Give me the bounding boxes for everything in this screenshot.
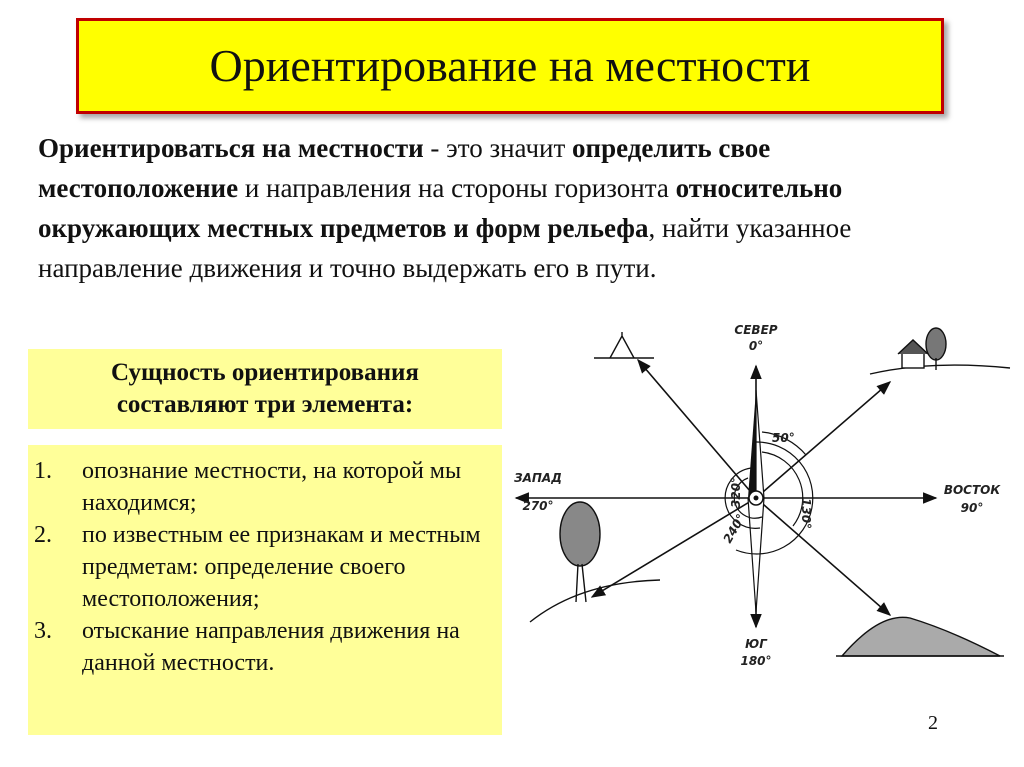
list-item-text: по известным ее признакам и местным пред… xyxy=(82,522,481,612)
landmark-tree xyxy=(529,501,661,623)
essence-line-1: Сущность ориентирования xyxy=(111,359,419,386)
landmark-house xyxy=(869,327,1011,375)
landmark-post xyxy=(594,332,654,359)
page-number: 2 xyxy=(928,712,938,734)
angle-label-50: 50° xyxy=(772,431,795,445)
south-degree: 180° xyxy=(740,654,771,668)
intro-paragraph: Ориентироваться на местности - это значи… xyxy=(38,128,918,288)
west-label: ЗАПАД xyxy=(514,471,562,485)
angle-arcs xyxy=(724,431,814,555)
compass-needle xyxy=(747,389,765,613)
angle-label-130: 130° xyxy=(799,498,813,529)
list-item: 1. опознание местности, на которой мы на… xyxy=(34,455,494,519)
list-item: 3. отыскание направления движения на дан… xyxy=(34,615,494,679)
slide-title: Ориентирование на местности xyxy=(209,40,811,91)
title-box: Ориентирование на местности xyxy=(76,18,944,114)
list-item-number: 3. xyxy=(34,618,52,644)
landmark-hill xyxy=(836,616,1004,657)
intro-text-2: и направления на стороны горизонта xyxy=(238,173,676,203)
north-label: СЕВЕР xyxy=(734,323,777,337)
list-item-text: опознание местности, на которой мы наход… xyxy=(82,458,462,516)
intro-text-3: , найти указанное направление движения и… xyxy=(38,213,852,283)
sw-arrow xyxy=(590,497,757,598)
elements-list: 1. опознание местности, на которой мы на… xyxy=(34,455,494,679)
east-degree: 90° xyxy=(961,501,984,515)
essence-box: Сущность ориентирования составляют три э… xyxy=(28,349,502,429)
north-degree: 0° xyxy=(749,339,763,353)
se-arrow xyxy=(755,497,892,616)
list-item-text: отыскание направления движения на данной… xyxy=(82,618,460,676)
essence-line-2: составляют три элемента: xyxy=(116,391,414,418)
ne-arrow xyxy=(755,381,892,499)
intro-text-1: - это значит xyxy=(423,133,573,163)
angle-label-320: 320° xyxy=(729,477,743,508)
compass-diagram: СЕВЕР 0° ЮГ 180° ЗАПАД 270° ВОСТОК 90° 5… xyxy=(514,323,1011,668)
list-item-number: 1. xyxy=(34,458,52,484)
list-item-number: 2. xyxy=(34,522,52,548)
list-item: 2. по известным ее признакам и местным п… xyxy=(34,519,494,615)
elements-list-box: 1. опознание местности, на которой мы на… xyxy=(28,445,502,735)
intro-emph-1: определить свое местоположение xyxy=(38,133,771,203)
intro-term: Ориентироваться на местности xyxy=(38,133,424,163)
west-degree: 270° xyxy=(522,499,553,513)
east-label: ВОСТОК xyxy=(944,483,1002,497)
south-label: ЮГ xyxy=(745,637,768,651)
intro-emph-2: относительно окружающих местных предмето… xyxy=(38,173,843,243)
